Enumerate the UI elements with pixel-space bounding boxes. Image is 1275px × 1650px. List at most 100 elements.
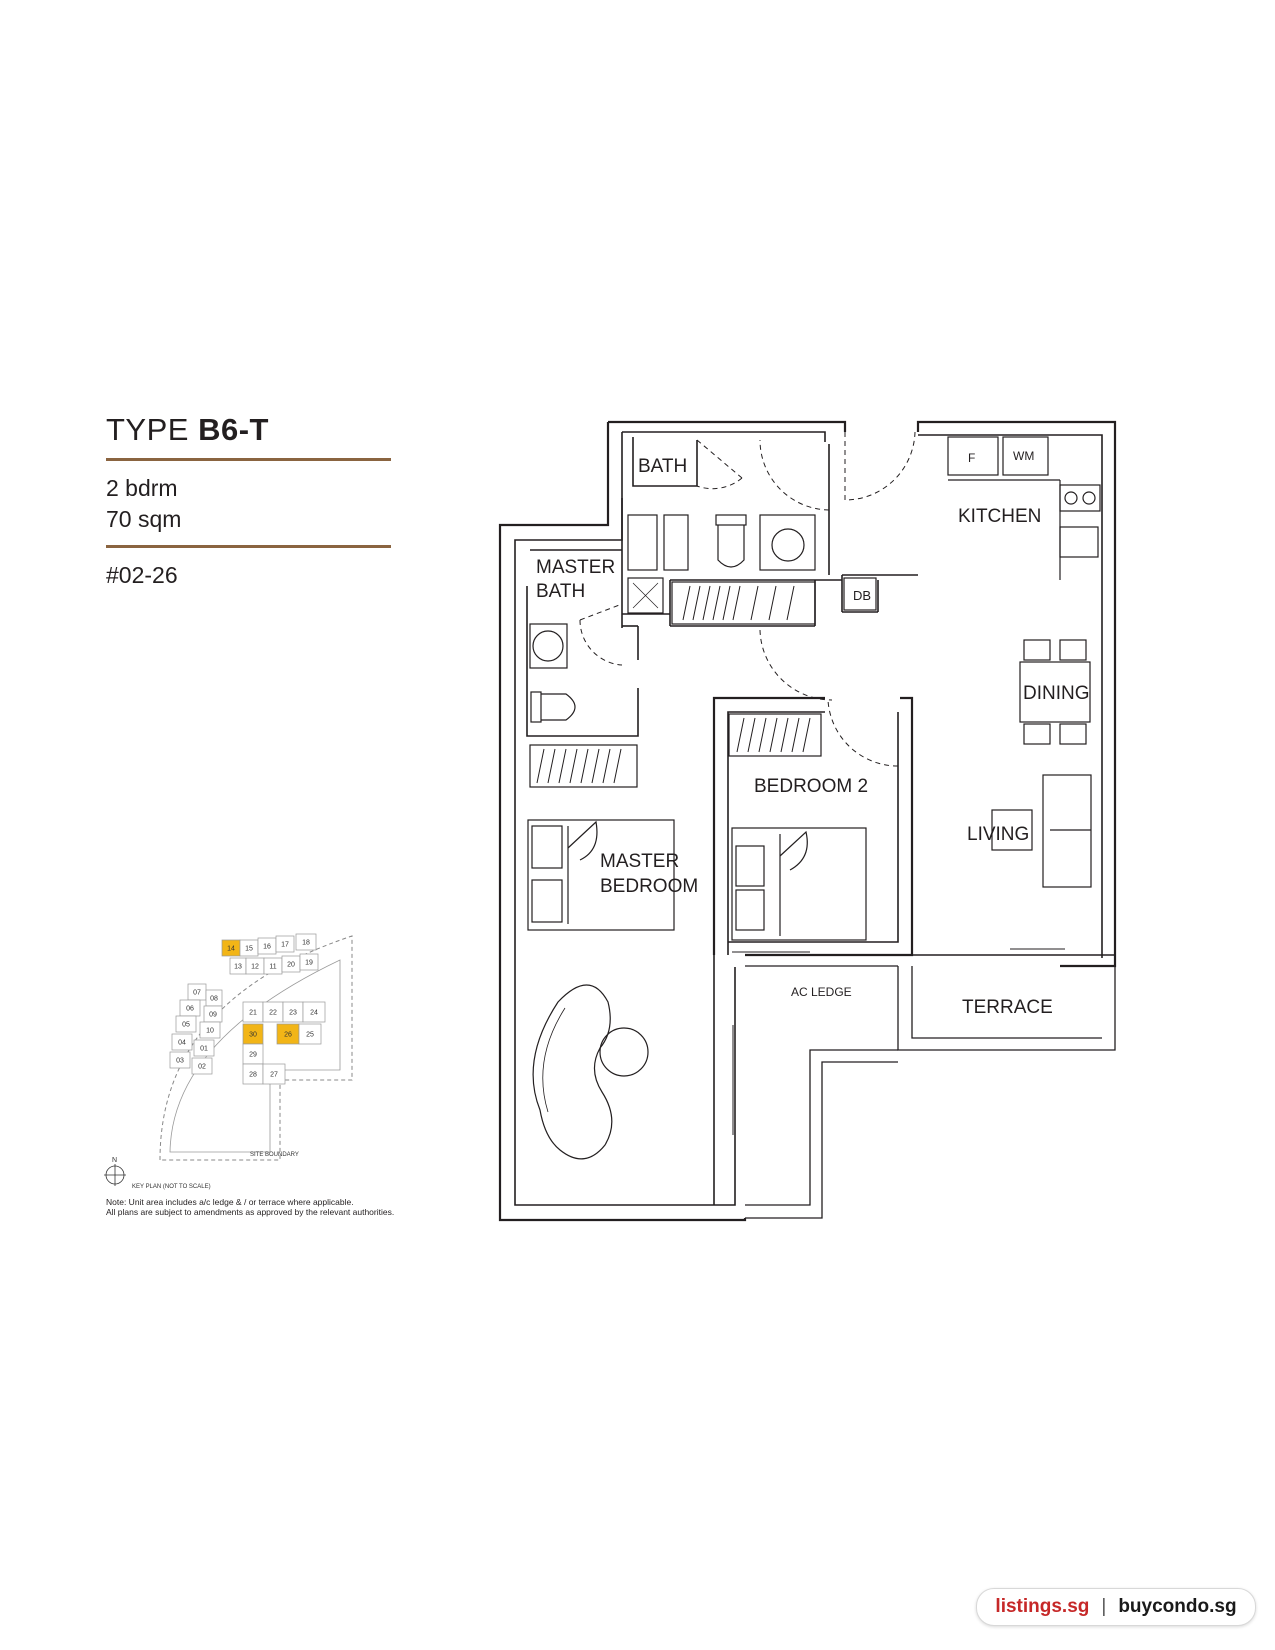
dining-table bbox=[1019, 661, 1091, 723]
plan-walls bbox=[498, 420, 1117, 1222]
key-plan-unit-label: 24 bbox=[310, 1010, 318, 1017]
shower-2 bbox=[663, 514, 689, 571]
master-wc bbox=[541, 693, 576, 721]
key-plan-unit-label: 08 bbox=[210, 996, 218, 1003]
key-plan-unit-label: 12 bbox=[251, 964, 259, 971]
key-plan-unit-label: 23 bbox=[289, 1010, 297, 1017]
type-code: B6-T bbox=[198, 412, 269, 447]
unit-number: #02-26 bbox=[106, 562, 178, 588]
key-plan-unit-label: 06 bbox=[186, 1006, 194, 1013]
sofa bbox=[1042, 774, 1092, 888]
key-plan-unit-01 bbox=[193, 1039, 215, 1057]
key-plan-unit-label: 11 bbox=[269, 964, 276, 971]
north-arrow: N bbox=[104, 1157, 126, 1186]
label-db: DB bbox=[853, 588, 871, 603]
site-boundary-label: SITE BOUNDARY bbox=[250, 1152, 299, 1158]
coffee-table bbox=[991, 809, 1033, 851]
room-labels: BATH MASTER BATH KITCHEN F WM DB DINING … bbox=[536, 449, 1090, 1018]
label-bedroom2: BEDROOM 2 bbox=[754, 776, 868, 797]
key-plan-unit-label: 07 bbox=[193, 990, 201, 997]
side-table bbox=[599, 1027, 649, 1077]
key-plan-unit-label: 03 bbox=[176, 1058, 184, 1065]
unit-area: 70 sqm bbox=[106, 506, 182, 532]
key-plan-unit-label: 15 bbox=[245, 946, 253, 953]
key-plan-unit-label: 29 bbox=[249, 1052, 257, 1059]
key-plan-unit-18 bbox=[295, 933, 317, 951]
bath-door bbox=[696, 439, 743, 490]
key-plan-unit-label: 05 bbox=[182, 1022, 190, 1029]
site-boundary-line bbox=[159, 935, 353, 1161]
label-master-bath-2: BATH bbox=[536, 581, 585, 602]
wardrobe-bedroom2 bbox=[728, 713, 822, 757]
key-plan-unit-label: 04 bbox=[178, 1040, 186, 1047]
key-plan-unit-label: 16 bbox=[263, 944, 271, 951]
outer-wall-left bbox=[498, 422, 747, 1222]
note-line-2: All plans are subject to amendments as a… bbox=[106, 1207, 395, 1217]
wc-tank bbox=[715, 514, 747, 526]
key-plan-unit-02 bbox=[191, 1057, 213, 1075]
label-dining: DINING bbox=[1023, 683, 1090, 704]
db-box bbox=[843, 577, 877, 611]
wardrobes bbox=[529, 581, 822, 788]
label-master-bath-1: MASTER bbox=[536, 557, 615, 578]
label-living: LIVING bbox=[967, 824, 1029, 845]
kitchen-sink bbox=[1059, 526, 1099, 558]
key-plan-unit-17 bbox=[275, 935, 295, 953]
label-master-bedroom-2: BEDROOM bbox=[600, 876, 698, 897]
outer-wall-right bbox=[916, 420, 1117, 968]
key-plan-unit-label: 14 bbox=[227, 946, 235, 953]
hob bbox=[1059, 484, 1101, 512]
unit-type-title: TYPE B6-T bbox=[106, 412, 391, 448]
key-plan-unit-04 bbox=[171, 1033, 193, 1051]
north-label: N bbox=[112, 1157, 117, 1164]
key-plan-unit-label: 10 bbox=[206, 1028, 214, 1035]
wc-bowl bbox=[717, 525, 745, 568]
bath-basin bbox=[771, 528, 805, 562]
key-plan-unit-label: 20 bbox=[287, 962, 295, 969]
source-badge: listings.sg | buycondo.sg bbox=[976, 1588, 1256, 1626]
unit-info: TYPE B6-T 2 bdrm 70 sqm #02-26 bbox=[106, 412, 391, 590]
key-plan-unit-label: 17 bbox=[281, 942, 289, 949]
key-plan-unit-label: 28 bbox=[249, 1072, 257, 1079]
key-plan-unit-27 bbox=[262, 1063, 286, 1085]
key-plan-unit-label: 22 bbox=[269, 1010, 277, 1017]
brand-buycondo[interactable]: buycondo.sg bbox=[1118, 1596, 1237, 1617]
key-plan-unit-label: 01 bbox=[200, 1046, 208, 1053]
label-washer: WM bbox=[1013, 449, 1034, 463]
key-plan-unit-label: 18 bbox=[302, 940, 310, 947]
label-fridge: F bbox=[968, 451, 975, 465]
wardrobe-corridor bbox=[671, 581, 816, 625]
master-bed bbox=[527, 819, 675, 931]
key-plan-unit-25 bbox=[298, 1023, 322, 1045]
brand-separator: | bbox=[1101, 1596, 1107, 1617]
key-plan-unit-label: 25 bbox=[306, 1032, 314, 1039]
fixtures bbox=[527, 436, 1101, 1160]
washing-machine bbox=[1002, 436, 1049, 476]
key-plan-unit-24 bbox=[302, 1001, 326, 1023]
label-ac-ledge: AC LEDGE bbox=[791, 985, 852, 999]
master-basin bbox=[532, 630, 564, 662]
key-plan-unit-label: 21 bbox=[249, 1010, 257, 1017]
bedroom2-bed bbox=[731, 827, 867, 941]
label-terrace: TERRACE bbox=[962, 997, 1053, 1018]
outer-wall-top-left bbox=[608, 420, 847, 432]
key-plan-unit-19 bbox=[299, 953, 319, 971]
divider-bottom bbox=[106, 545, 391, 548]
key-plan-unit-05 bbox=[175, 1015, 197, 1033]
wardrobe-master bbox=[529, 744, 638, 788]
key-plan-unit-label: 02 bbox=[198, 1064, 206, 1071]
note-line-1: Note: Unit area includes a/c ledge & / o… bbox=[106, 1197, 354, 1207]
key-plan-unit-03 bbox=[169, 1051, 191, 1069]
type-prefix: TYPE bbox=[106, 412, 189, 447]
plan-notes: Note: Unit area includes a/c ledge & / o… bbox=[106, 1197, 436, 1217]
key-plan-unit-10 bbox=[199, 1021, 221, 1039]
label-kitchen: KITCHEN bbox=[958, 506, 1041, 527]
brand-listings[interactable]: listings.sg bbox=[995, 1596, 1090, 1617]
bedroom-count: 2 bdrm bbox=[106, 475, 178, 501]
fridge bbox=[947, 436, 999, 476]
floor-trap bbox=[627, 577, 664, 614]
divider-top bbox=[106, 458, 391, 461]
key-plan-unit-label: 27 bbox=[270, 1072, 278, 1079]
